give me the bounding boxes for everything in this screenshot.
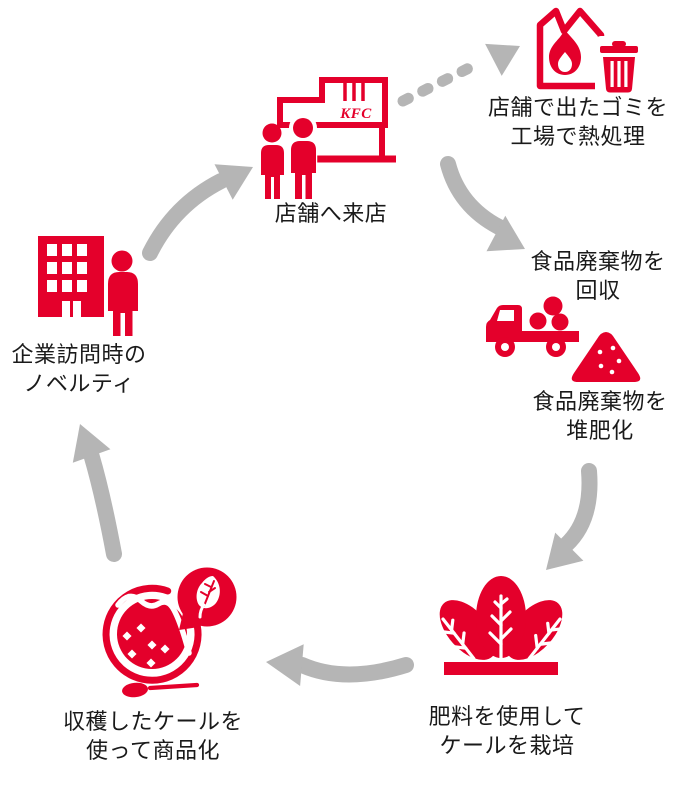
label-collect-waste: 食品廃棄物を 回収	[530, 249, 666, 303]
flame-icon	[549, 30, 581, 75]
dashed-arrow-store-to-factory	[397, 43, 520, 107]
kale-leaf-badge	[177, 567, 237, 630]
trash-bin-icon	[600, 41, 638, 93]
label-corporate-novelty: 企業訪問時の ノベルティ	[11, 342, 147, 396]
label-factory-heat: 店舗で出たゴミを 工場で熱処理	[487, 95, 669, 149]
label-grow-kale: 肥料を使用して ケールを栽培	[428, 704, 586, 758]
factory-flame-icon	[536, 7, 643, 96]
customer-icon	[261, 123, 284, 199]
garbage-truck-icon	[486, 296, 579, 357]
office-visit-icon	[38, 236, 138, 336]
label-commercialize: 収穫したケールを 使って商品化	[62, 709, 244, 763]
visitor-icon	[108, 250, 138, 336]
arrow-store-to-collect	[440, 156, 525, 252]
soil-bar	[444, 662, 558, 675]
kfc-store-icon: KFC	[261, 77, 396, 201]
spoon-icon	[122, 682, 200, 698]
label-compost-waste: 食品廃棄物を 堆肥化	[532, 389, 668, 443]
customer-icon	[289, 114, 318, 201]
kfc-store-sign: KFC	[339, 106, 372, 122]
kale-plant-icon	[439, 576, 563, 675]
arrow-novelty-to-store	[142, 164, 253, 261]
compost-pile-icon	[571, 332, 641, 382]
arrow-product-to-novelty	[72, 424, 122, 562]
label-visit-store: 店舗へ来店	[274, 201, 388, 226]
arrow-grow-to-product	[266, 644, 414, 686]
arrow-compost-to-grow	[546, 463, 598, 570]
kale-dish-icon	[102, 567, 237, 698]
